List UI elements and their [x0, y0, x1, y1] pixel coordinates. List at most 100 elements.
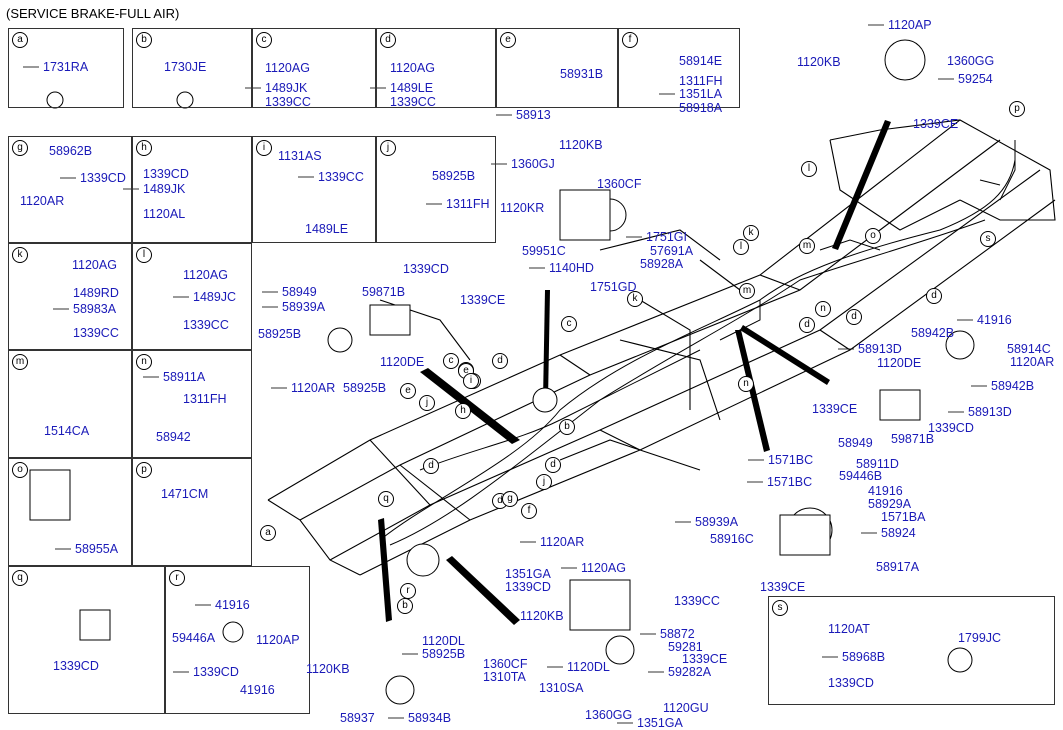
part-number-link[interactable]: 58939A — [695, 515, 739, 529]
part-number-link[interactable]: 1120AG — [390, 61, 435, 75]
part-number-link[interactable]: 59446B — [839, 469, 883, 483]
part-number-link[interactable]: 58942 — [156, 430, 191, 444]
part-number-link[interactable]: 1339CC — [73, 326, 119, 340]
part-number-link[interactable]: 1360GJ — [511, 157, 555, 171]
part-number-link[interactable]: 1339CD — [403, 262, 449, 276]
part-number-link[interactable]: 1571BA — [881, 510, 926, 524]
part-number-link[interactable]: 1339CE — [913, 117, 959, 131]
part-number-link[interactable]: 59951C — [522, 244, 566, 258]
part-number-link[interactable]: 1360CF — [597, 177, 642, 191]
part-number-link[interactable]: 1514CA — [44, 424, 90, 438]
part-number-link[interactable]: 58931B — [560, 67, 604, 81]
part-number-link[interactable]: 1731RA — [43, 60, 89, 74]
part-number-link[interactable]: 1120AR — [540, 535, 585, 549]
part-number-link[interactable]: 1120AP — [888, 18, 932, 32]
part-number-link[interactable]: 58949 — [838, 436, 873, 450]
part-number-link[interactable]: 58918A — [679, 101, 723, 115]
part-number-link[interactable]: 1489LE — [305, 222, 349, 236]
part-number-link[interactable]: 1471CM — [161, 487, 209, 501]
part-number-link[interactable]: 1730JE — [164, 60, 207, 74]
part-number-link[interactable]: 1489JC — [193, 290, 237, 304]
part-number-link[interactable]: 1310SA — [539, 681, 584, 695]
part-number-link[interactable]: 1339CC — [674, 594, 720, 608]
part-number-link[interactable]: 58913 — [516, 108, 551, 122]
part-number-link[interactable]: 59254 — [958, 72, 993, 86]
part-number-link[interactable]: 58934B — [408, 711, 452, 725]
part-number-link[interactable]: 58962B — [49, 144, 93, 158]
part-number-link[interactable]: 1311FH — [183, 392, 227, 406]
part-number-link[interactable]: 57691A — [650, 244, 694, 258]
part-number-link[interactable]: 1489RD — [73, 286, 119, 300]
part-number-link[interactable]: 1339CD — [143, 167, 189, 181]
part-number-link[interactable]: 41916 — [868, 484, 903, 498]
part-number-link[interactable]: 59282A — [668, 665, 712, 679]
part-number-link[interactable]: 1489JK — [265, 81, 308, 95]
part-number-link[interactable]: 1339CC — [390, 95, 436, 109]
part-number-link[interactable]: 58872 — [660, 627, 695, 641]
part-number-link[interactable]: 58929A — [868, 497, 912, 511]
part-number-link[interactable]: 1120DL — [422, 634, 465, 648]
part-number-link[interactable]: 1351LA — [679, 87, 723, 101]
part-number-link[interactable]: 59281 — [668, 640, 703, 654]
part-number-link[interactable]: 1489LE — [390, 81, 434, 95]
part-number-link[interactable]: 1339CD — [928, 421, 974, 435]
part-number-link[interactable]: 1351GA — [505, 567, 551, 581]
part-number-link[interactable]: 58925B — [258, 327, 302, 341]
part-number-link[interactable]: 58924 — [881, 526, 916, 540]
part-number-link[interactable]: 58916C — [710, 532, 754, 546]
part-number-link[interactable]: 1120KB — [520, 609, 564, 623]
part-number-link[interactable]: 1571BC — [768, 453, 814, 467]
part-number-link[interactable]: 1360GG — [947, 54, 995, 68]
part-number-link[interactable]: 1360CF — [483, 657, 528, 671]
part-number-link[interactable]: 1140HD — [549, 261, 594, 275]
part-number-link[interactable]: 41916 — [977, 313, 1012, 327]
part-number-link[interactable]: 1360GG — [585, 708, 633, 722]
part-number-link[interactable]: 1351GA — [637, 716, 683, 730]
part-number-link[interactable]: 1489JK — [143, 182, 186, 196]
part-number-link[interactable]: 1339CC — [183, 318, 229, 332]
part-number-link[interactable]: 58955A — [75, 542, 119, 556]
part-number-link[interactable]: 1120AL — [143, 207, 186, 221]
part-number-link[interactable]: 58911D — [856, 457, 899, 471]
part-number-link[interactable]: 1339CE — [682, 652, 728, 666]
part-number-link[interactable]: 1120AR — [291, 381, 336, 395]
part-number-link[interactable]: 1310TA — [483, 670, 526, 684]
part-number-link[interactable]: 1339CE — [812, 402, 858, 416]
part-number-link[interactable]: 1120AG — [581, 561, 626, 575]
part-number-link[interactable]: 1339CD — [80, 171, 126, 185]
part-number-link[interactable]: 1311FH — [446, 197, 490, 211]
part-number-link[interactable]: 1751GD — [590, 280, 637, 294]
part-number-link[interactable]: 1120KR — [500, 201, 545, 215]
part-number-link[interactable]: 41916 — [240, 683, 275, 697]
part-number-link[interactable]: 1339CD — [193, 665, 239, 679]
part-number-link[interactable]: 41916 — [215, 598, 250, 612]
part-number-link[interactable]: 1120KB — [797, 55, 841, 69]
part-number-link[interactable]: 59871B — [891, 432, 935, 446]
part-number-link[interactable]: 1120GU — [663, 701, 709, 715]
part-number-link[interactable]: 1751GI — [646, 230, 688, 244]
part-number-link[interactable]: 1120DE — [877, 356, 922, 370]
part-number-link[interactable]: 58913D — [858, 342, 902, 356]
part-number-link[interactable]: 58939A — [282, 300, 326, 314]
part-number-link[interactable]: 58925B — [343, 381, 387, 395]
part-number-link[interactable]: 1120AR — [1010, 355, 1055, 369]
part-number-link[interactable]: 58937 — [340, 711, 375, 725]
part-number-link[interactable]: 1339CC — [265, 95, 311, 109]
part-number-link[interactable]: 58911A — [163, 370, 206, 384]
part-number-link[interactable]: 58925B — [432, 169, 476, 183]
part-number-link[interactable]: 1120AG — [72, 258, 117, 272]
part-number-link[interactable]: 1339CD — [505, 580, 551, 594]
part-number-link[interactable]: 58914C — [1007, 342, 1051, 356]
part-number-link[interactable]: 1339CD — [53, 659, 99, 673]
part-number-link[interactable]: 59446A — [172, 631, 216, 645]
part-number-link[interactable]: 1339CE — [460, 293, 506, 307]
part-number-link[interactable]: 1339CE — [760, 580, 806, 594]
part-number-link[interactable]: 1120AR — [20, 194, 65, 208]
part-number-link[interactable]: 58942B — [991, 379, 1035, 393]
part-number-link[interactable]: 1120AP — [256, 633, 300, 647]
part-number-link[interactable]: 1799JC — [958, 631, 1002, 645]
part-number-link[interactable]: 58983A — [73, 302, 117, 316]
part-number-link[interactable]: 1571BC — [767, 475, 813, 489]
part-number-link[interactable]: 1120KB — [306, 662, 350, 676]
part-number-link[interactable]: 1120AG — [183, 268, 228, 282]
